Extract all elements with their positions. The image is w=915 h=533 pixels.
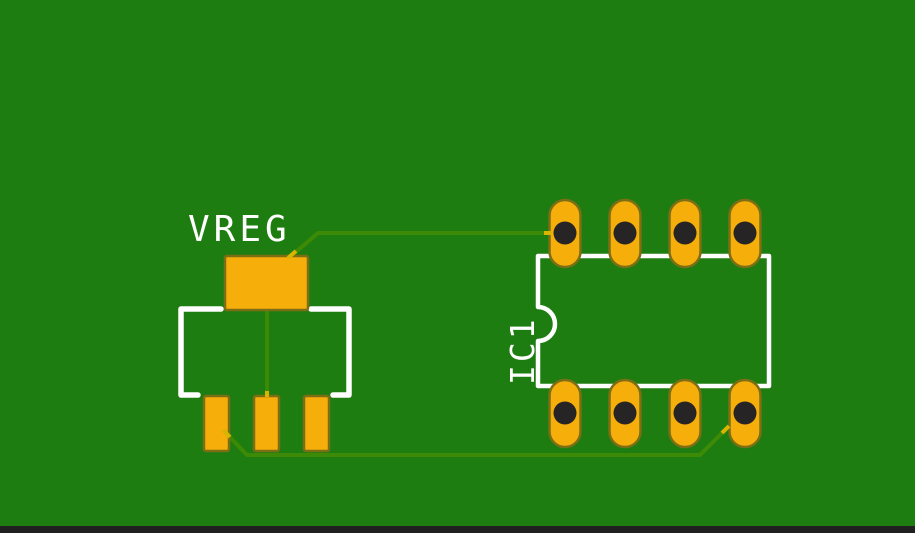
copper-stubs	[221, 231, 731, 439]
vreg-pad-2[interactable]	[252, 394, 281, 453]
stub-vreg-tab-corner	[286, 249, 298, 260]
trace-vregtab-to-ic1pad1[interactable]	[288, 231, 560, 259]
ic1-pad-top-2-hole	[613, 221, 637, 245]
vreg-silkscreen-right-bracket	[308, 306, 352, 398]
ic1-pad-top-3-hole	[673, 221, 697, 245]
vreg-silkscreen-left-bracket	[178, 306, 224, 398]
vreg-component[interactable]: VREG	[178, 209, 352, 453]
vreg-pad-1[interactable]	[202, 394, 231, 453]
copper-traces	[222, 231, 730, 457]
vreg-pad-3[interactable]	[302, 394, 331, 453]
ic1-pad-bottom-3-hole	[673, 401, 697, 425]
ic1-bottom-pads	[548, 378, 762, 449]
ic1-pad-top-1-hole	[553, 221, 577, 245]
bottom-window-edge-strip	[0, 526, 915, 533]
trace-vregpad1-to-ic1pad8[interactable]	[222, 425, 730, 457]
ic1-pad-top-4-hole	[733, 221, 757, 245]
ic1-top-pads	[548, 198, 762, 269]
ic1-silkscreen-outline	[535, 253, 772, 389]
stub-ic1-pad8	[720, 424, 731, 435]
ic1-component[interactable]: IC1	[503, 198, 772, 449]
ic1-pad-bottom-4-hole	[733, 401, 757, 425]
ic1-reference-label[interactable]: IC1	[503, 316, 542, 385]
ic1-pad-bottom-2-hole	[613, 401, 637, 425]
ic1-pad-bottom-1-hole	[553, 401, 577, 425]
vreg-tab-pad[interactable]	[223, 254, 310, 312]
stub-vreg-pad1-corner	[221, 428, 232, 439]
vreg-reference-label[interactable]: VREG	[188, 209, 291, 250]
